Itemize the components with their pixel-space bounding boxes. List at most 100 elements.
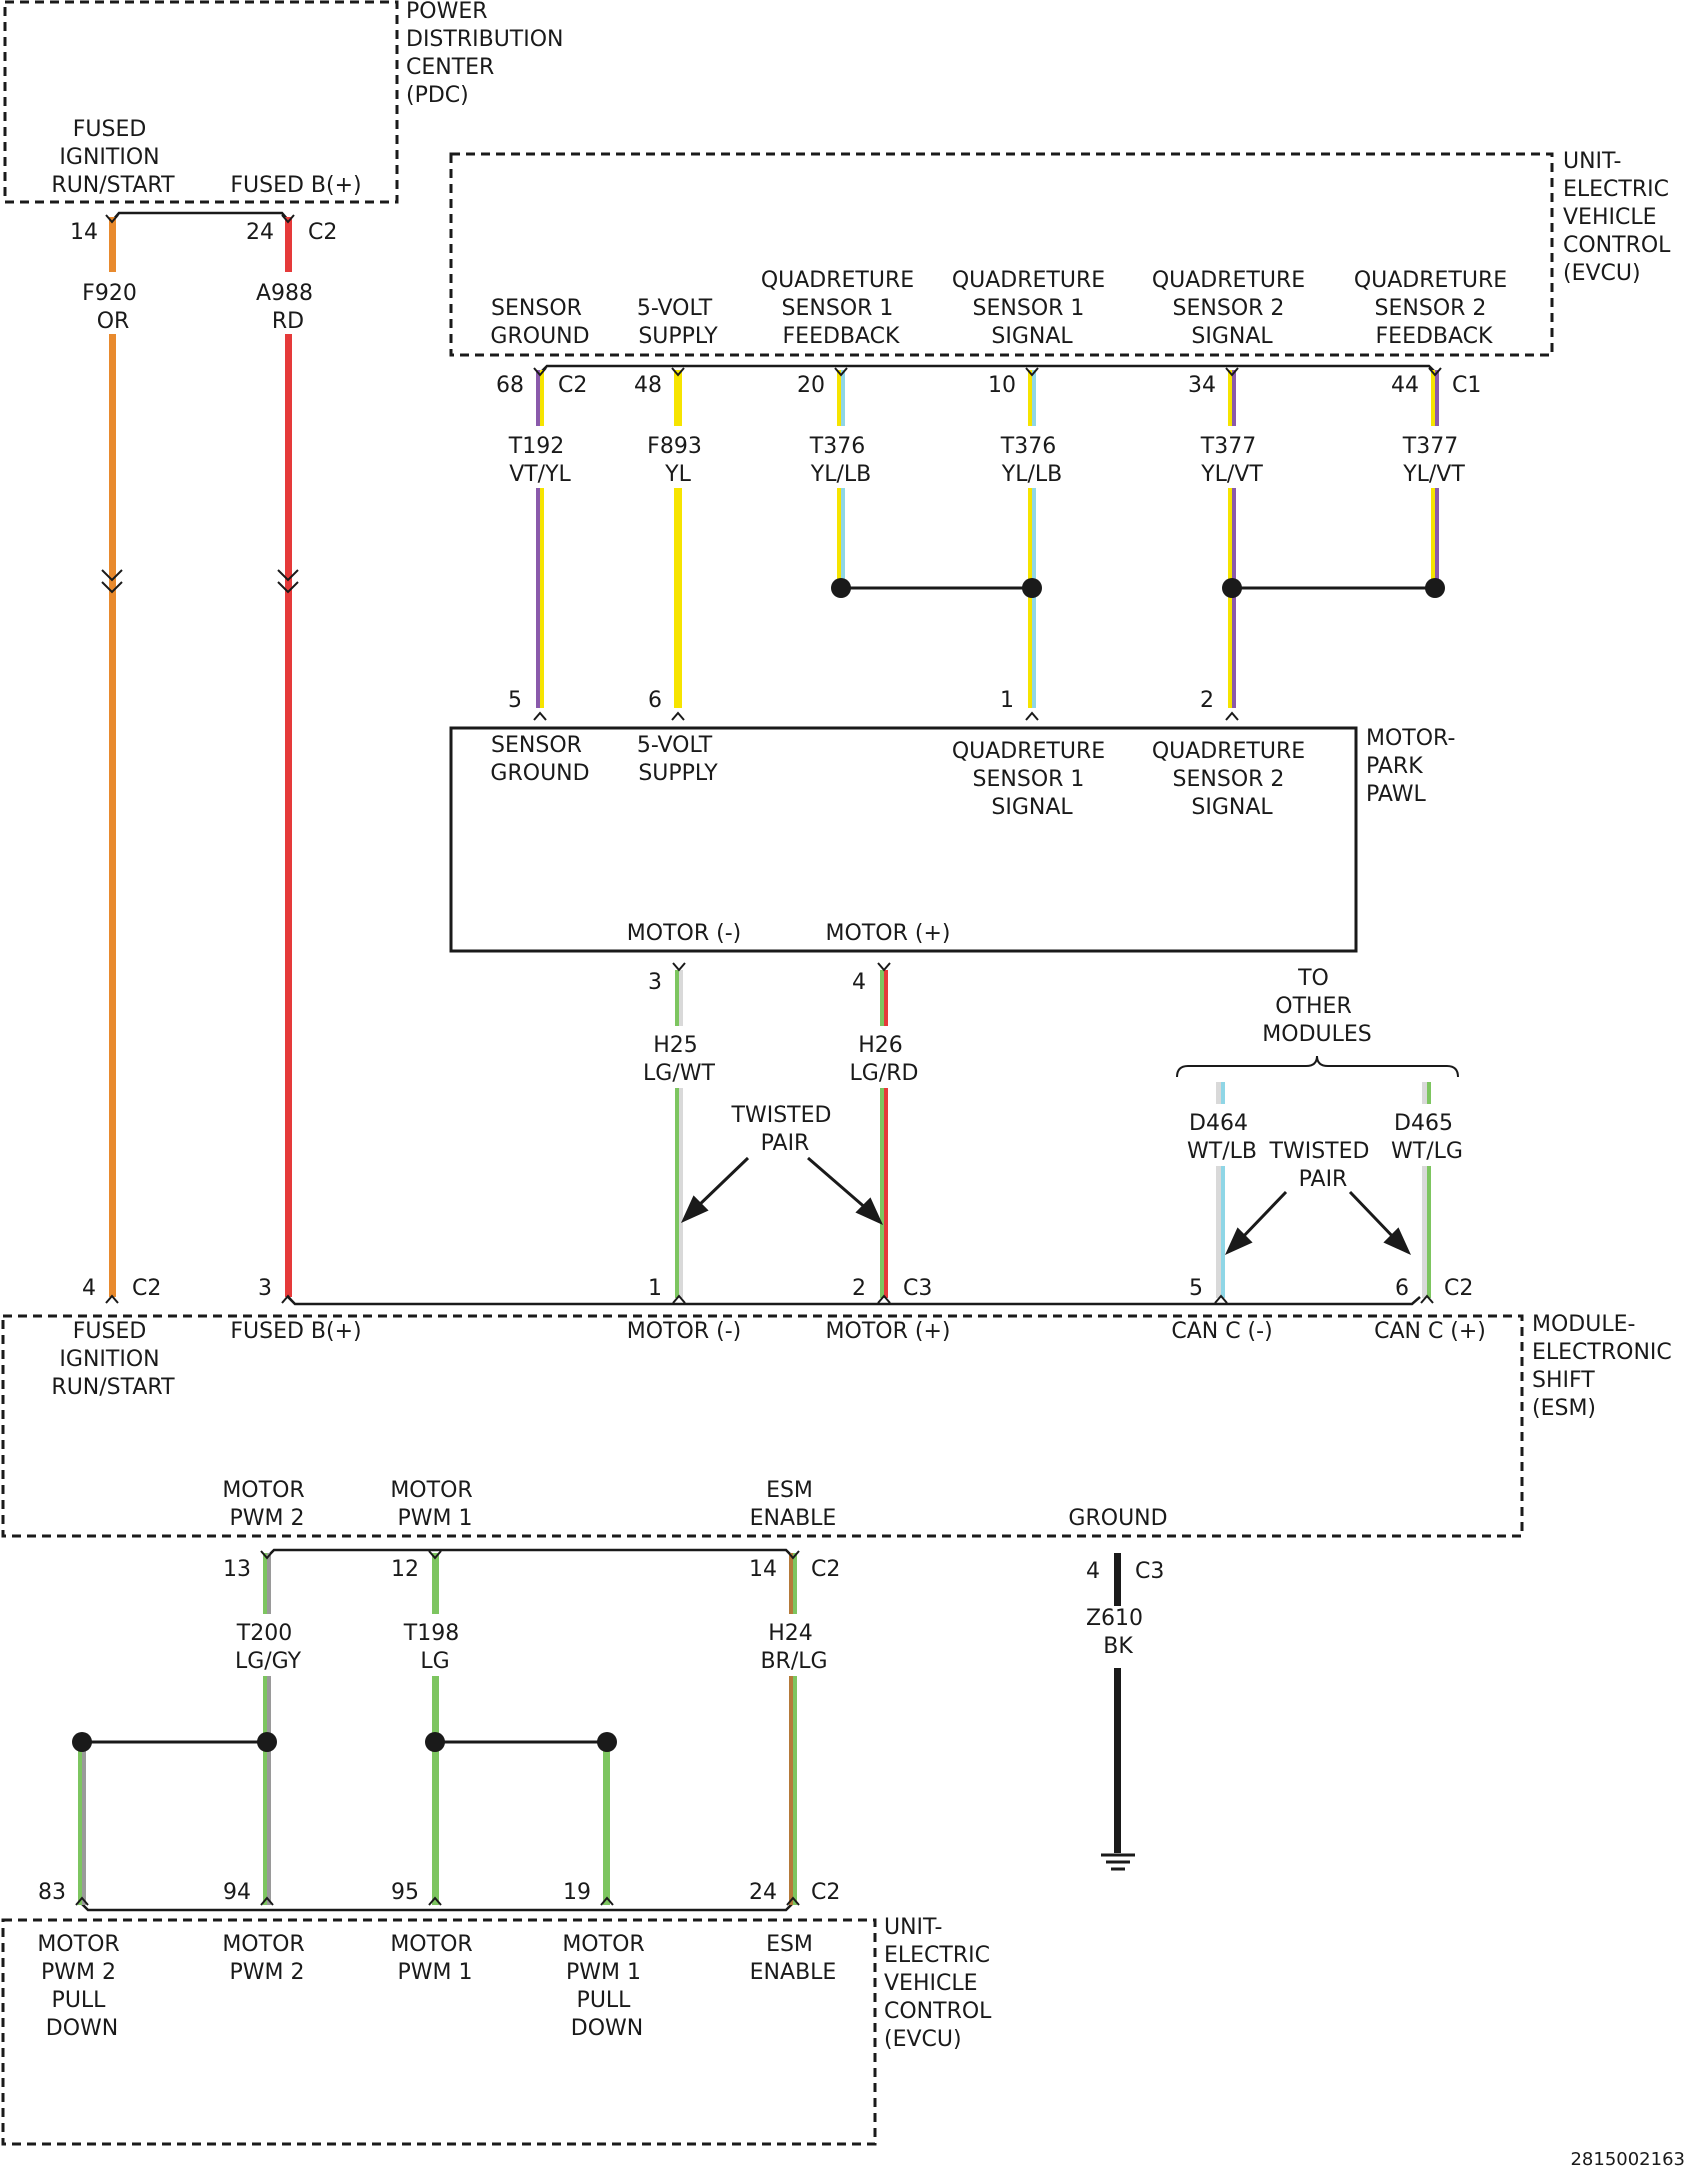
splice-dot (831, 578, 851, 598)
motor-pin-label-sensor-ground: SENSOR GROUND (490, 733, 589, 786)
wire-h26 (880, 970, 888, 1298)
splice-dot (72, 1732, 92, 1752)
arrow-icon (680, 1156, 750, 1224)
connector-label: C2 (1444, 1276, 1473, 1301)
esm-pin-label-fused-b: FUSED B(+) (230, 1319, 361, 1344)
pin-number: 5 (1189, 1276, 1203, 1301)
label-bg (992, 426, 1076, 488)
label-bg (1192, 426, 1276, 488)
splice-dot (1222, 578, 1242, 598)
esm-pin-label-motor-pos: MOTOR (+) (826, 1319, 951, 1344)
connector-label: C2 (132, 1276, 161, 1301)
pdc-pin-label-fused-b: FUSED B(+) (230, 173, 361, 198)
wire-label-t376-signal: T376 YL/LB (1000, 434, 1063, 487)
wire-break-icon (277, 569, 299, 594)
label-bg (1082, 1606, 1152, 1668)
wire-label-h24: H24 BR/LG (760, 1621, 827, 1674)
motor-pin-label-quad2-signal: QUADRETURE SENSOR 2 SIGNAL (1152, 739, 1312, 820)
pin-number: 4 (82, 1276, 96, 1301)
pin-number: 1 (1000, 688, 1014, 713)
brace-icon (1176, 1055, 1459, 1078)
wire-t377-signal (1228, 370, 1236, 708)
wire-label-t192: T192 VT/YL (508, 434, 572, 487)
splice-dot (597, 1732, 617, 1752)
wire-d465 (1422, 1082, 1431, 1298)
pin-number: 48 (634, 373, 662, 398)
evcu-top-title: UNIT- ELECTRIC VEHICLE CONTROL (EVCU) (1563, 149, 1677, 286)
arrow-icon (1224, 1190, 1288, 1256)
connector-label: C3 (1135, 1559, 1164, 1584)
evcu-pin-label-sensor-ground: SENSOR GROUND (490, 296, 589, 349)
label-bg (1384, 1104, 1472, 1166)
pin-number: 24 (246, 220, 274, 245)
pin-number: 95 (391, 1880, 419, 1905)
pin-number: 2 (852, 1276, 866, 1301)
wire-d464 (1216, 1082, 1225, 1298)
connector-label: C3 (903, 1276, 932, 1301)
label-bg (250, 272, 326, 334)
connector-label: C1 (1452, 373, 1481, 398)
splice-dot (257, 1732, 277, 1752)
connector-label: C2 (811, 1880, 840, 1905)
wire-label-f920: F920 OR (82, 281, 144, 334)
label-bg (75, 272, 151, 334)
pdc-title: POWER DISTRIBUTION CENTER (PDC) (406, 0, 571, 108)
connector-label: C2 (811, 1557, 840, 1582)
pin-number: 2 (1200, 688, 1214, 713)
esm-bottom-connector-bus (266, 1548, 794, 1558)
pin-number: 14 (749, 1557, 777, 1582)
connector-label: C2 (308, 220, 337, 245)
evcu-pin-label-pwm1-pulldown: MOTOR PWM 1 PULL DOWN (562, 1932, 651, 2041)
pin-number: 3 (648, 970, 662, 995)
wire-h25 (675, 970, 683, 1298)
to-other-modules-label: TO OTHER MODULES (1262, 966, 1371, 1047)
evcu-pin-label-quad1-signal: QUADRETURE SENSOR 1 SIGNAL (952, 268, 1112, 349)
wire-break-icon (101, 569, 123, 594)
label-bg (636, 1026, 722, 1088)
esm-title: MODULE- ELECTRONIC SHIFT (ESM) (1532, 1312, 1679, 1421)
evcu-pin-label-pwm1: MOTOR PWM 1 (390, 1932, 479, 1985)
pin-number: 44 (1391, 373, 1419, 398)
wire-t192 (536, 370, 544, 708)
pin-number: 14 (70, 220, 98, 245)
pin-chevrons (75, 214, 1442, 1906)
wire-t200-pwm2 (263, 1553, 271, 1905)
esm-box (1, 1314, 1524, 1538)
wire-f893 (674, 370, 682, 708)
esm-pin-label-can-pos: CAN C (+) (1374, 1319, 1486, 1344)
pin-number: 6 (1395, 1276, 1409, 1301)
wire-label-t200: T200 LG/GY (235, 1621, 302, 1674)
label-bg (752, 1614, 838, 1676)
pin-number: 4 (1086, 1559, 1100, 1584)
wire-label-t377-signal: T377 YL/VT (1200, 434, 1264, 487)
pin-number: 6 (648, 688, 662, 713)
motor-pin-label-5v-supply: 5-VOLT SUPPLY (637, 733, 719, 786)
wire-label-d464: D464 WT/LB (1187, 1111, 1257, 1164)
pin-number: 4 (852, 970, 866, 995)
label-bg (640, 426, 716, 488)
evcu-pin-label-quad2-feedback: QUADRETURE SENSOR 2 FEEDBACK (1354, 268, 1514, 349)
evcu-bottom-box (1, 1918, 877, 2146)
wire-z610 (1114, 1553, 1121, 1853)
wire-t198-pulldown (603, 1742, 610, 1905)
wire-t200-pulldown (78, 1742, 86, 1905)
motor-pin-label-motor-pos: MOTOR (+) (826, 921, 951, 946)
wire-t198-pwm1 (432, 1553, 439, 1905)
arrow-icon (807, 1156, 884, 1226)
pin-number: 34 (1188, 373, 1216, 398)
pin-number: 10 (988, 373, 1016, 398)
evcu-bottom-title: UNIT- ELECTRIC VEHICLE CONTROL (EVCU) (884, 1915, 998, 2052)
wire-a988 (285, 217, 292, 1297)
wire-label-t376-feedback: T376 YL/LB (809, 434, 872, 487)
wire-label-z610: Z610 BK (1086, 1606, 1150, 1659)
evcu-pin-label-pwm2-pulldown: MOTOR PWM 2 PULL DOWN (37, 1932, 126, 2041)
evcu-bottom-connector-bus (80, 1902, 794, 1912)
label-bg (500, 426, 580, 488)
pin-number: 19 (563, 1880, 591, 1905)
evcu-top-box (449, 152, 1554, 357)
wire-label-f893: F893 YL (647, 434, 709, 487)
esm-pin-label-motor-neg: MOTOR (-) (627, 1319, 741, 1344)
evcu-pin-label-quad2-signal: QUADRETURE SENSOR 2 SIGNAL (1152, 268, 1312, 349)
pin-number: 24 (749, 1880, 777, 1905)
